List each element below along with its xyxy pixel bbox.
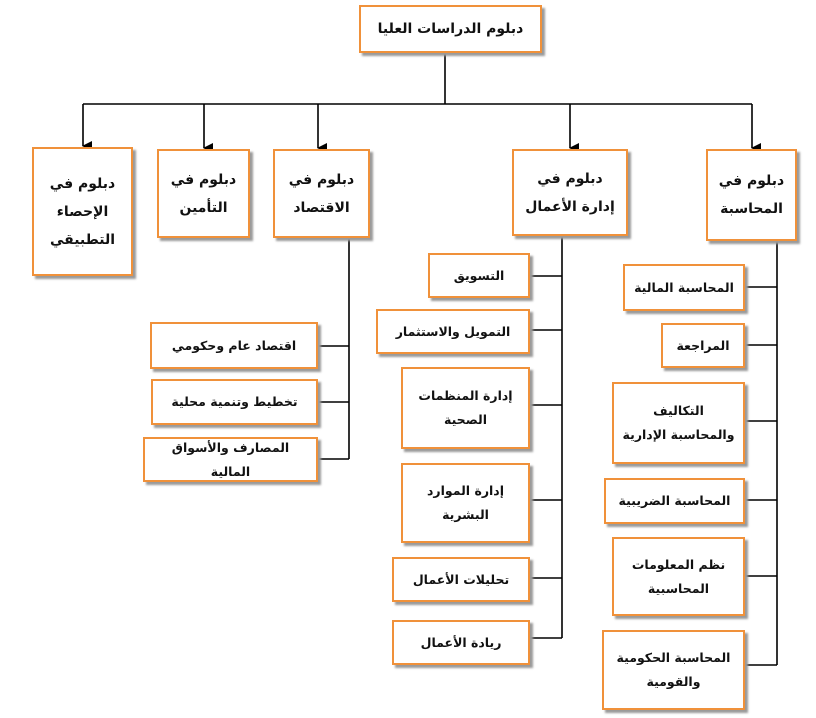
accounting-financial: المحاسبة المالية (623, 264, 745, 311)
business-entrepreneurship: ريادة الأعمال (392, 620, 530, 665)
business-analytics: تحليلات الأعمال (392, 557, 530, 602)
economics-planning-local-development: تخطيط وتنمية محلية (151, 379, 318, 425)
diploma-economics: دبلوم في الاقتصاد (273, 149, 370, 238)
business-marketing: التسويق (428, 253, 530, 298)
business-human-resources: إدارة الموارد البشرية (401, 463, 530, 543)
economics-public-government: اقتصاد عام وحكومي (150, 322, 318, 369)
diploma-accounting: دبلوم في المحاسبة (706, 149, 797, 241)
economics-banking-financial-markets: المصارف والأسواق المالية (143, 437, 318, 482)
accounting-tax: المحاسبة الضريبية (604, 478, 745, 524)
diploma-business-administration: دبلوم في إدارة الأعمال (512, 149, 628, 236)
accounting-government-national: المحاسبة الحكومية والقومية (602, 630, 745, 710)
business-finance-investment: التمويل والاستثمار (376, 309, 530, 354)
diploma-insurance: دبلوم في التأمين (157, 149, 250, 238)
accounting-auditing: المراجعة (661, 323, 745, 368)
accounting-cost-managerial: التكاليف والمحاسبة الإدارية (612, 382, 745, 464)
business-healthcare-management: إدارة المنظمات الصحية (401, 367, 530, 449)
root-box: دبلوم الدراسات العليا (359, 5, 542, 53)
accounting-information-systems: نظم المعلومات المحاسبية (612, 537, 745, 616)
diploma-applied-statistics: دبلوم في الإحصاء التطبيقي (32, 147, 133, 276)
